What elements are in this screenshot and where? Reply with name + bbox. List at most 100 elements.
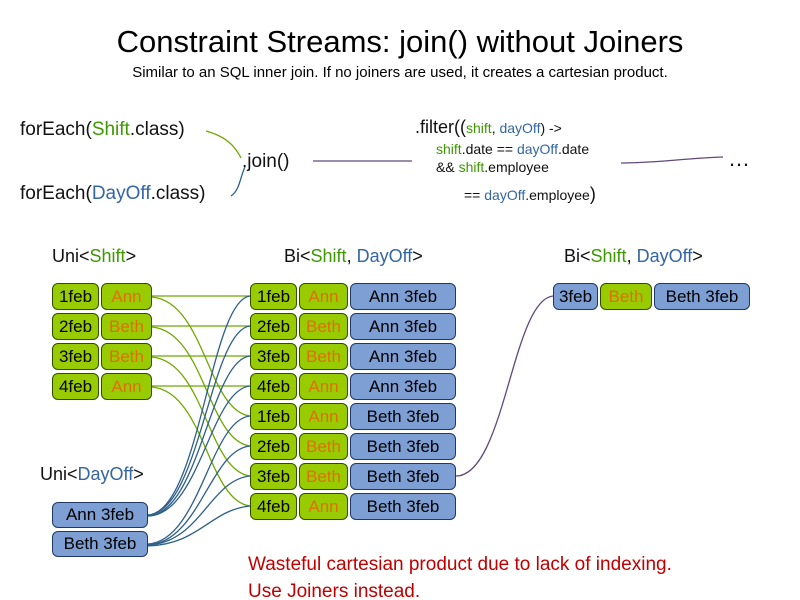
shift-date-cell: 3feb [52, 343, 99, 370]
bi-employee-cell: Beth [299, 343, 348, 370]
label-text: Uni< [40, 464, 78, 484]
bi-dayoff-cell: Ann 3feb [350, 343, 456, 370]
bi-dayoff-cell: Beth 3feb [350, 403, 456, 430]
code-text: .date == [461, 141, 517, 157]
dayoff-join-line [147, 355, 251, 517]
dayoff-type-token: DayOff [636, 246, 693, 266]
label-text: > [125, 246, 137, 266]
label-bi-right: Bi<Shift, DayOff> [564, 246, 703, 267]
dayoff-join-line [147, 325, 251, 516]
code-text: forEach( [20, 119, 92, 140]
result-date-cell: 3feb [553, 283, 598, 310]
code-filter-line3: && shift.employee [436, 159, 549, 175]
page-title: Constraint Streams: join() without Joine… [116, 24, 684, 59]
bi-dayoff-cell: Beth 3feb [350, 433, 456, 460]
bi-dayoff-cell: Beth 3feb [350, 493, 456, 520]
label-text: Uni< [52, 246, 90, 266]
dayoff-param-token: dayOff [499, 120, 541, 136]
dayoff-join-line [147, 415, 251, 545]
bi-dayoff-cell: Ann 3feb [350, 373, 456, 400]
dayoff-join-line [147, 385, 251, 517]
uni-dayoff-table: Ann 3feb Beth 3feb [52, 502, 148, 557]
shift-class-token: Shift [91, 119, 130, 140]
dayoff-tuple-cell: Beth 3feb [52, 531, 148, 557]
bi-date-cell: 3feb [250, 343, 297, 370]
bi-date-cell: 2feb [250, 433, 297, 460]
code-text: .employee [525, 187, 590, 203]
dayoff-type-token: DayOff [356, 246, 413, 266]
code-foreach-shift: forEach(Shift.class) [20, 119, 185, 141]
warning-line-2: Use Joiners instead. [248, 581, 421, 600]
dayoff-param-token: dayOff [484, 187, 526, 203]
shift-employee-cell: Beth [101, 343, 152, 370]
warning-text: Wasteful cartesian product due to lack o… [248, 551, 672, 600]
shift-type-token: Shift [310, 246, 347, 266]
warning-line-1: Wasteful cartesian product due to lack o… [248, 554, 672, 575]
shift-param-token: shift [458, 159, 485, 175]
shift-employee-cell: Ann [101, 373, 152, 400]
code-text: .class) [150, 183, 206, 204]
bi-date-cell: 4feb [250, 493, 297, 520]
code-text: ) -> [540, 120, 562, 136]
code-brace-line-dayoff [230, 166, 246, 197]
result-employee-cell: Beth [600, 283, 652, 310]
code-text: .employee [484, 159, 549, 175]
label-text: , [626, 246, 637, 266]
label-uni-shift: Uni<Shift> [52, 246, 136, 267]
shift-date-cell: 2feb [52, 313, 99, 340]
bi-date-cell: 1feb [250, 403, 297, 430]
label-text: Bi< [284, 246, 311, 266]
code-filter-line2: shift.date == dayOff.date [436, 141, 589, 157]
bi-date-cell: 1feb [250, 283, 297, 310]
shift-type-token: Shift [89, 246, 126, 266]
bi-date-cell: 2feb [250, 313, 297, 340]
shift-type-token: Shift [590, 246, 627, 266]
dayoff-join-line [147, 445, 251, 546]
code-text: == [464, 187, 485, 203]
label-text: > [412, 246, 423, 266]
code-foreach-dayoff: forEach(DayOff.class) [20, 183, 206, 205]
label-text: > [133, 464, 144, 484]
result-row: 3feb Beth Beth 3feb [553, 283, 750, 310]
label-text: Bi< [564, 246, 591, 266]
bi-employee-cell: Beth [299, 463, 348, 490]
dayoff-join-line [147, 505, 251, 547]
code-text: ) [589, 184, 596, 204]
label-uni-dayoff: Uni<DayOff> [40, 464, 144, 485]
code-ellipsis: … [728, 146, 750, 171]
code-filter-line1: .filter((shift, dayOff) -> [415, 117, 562, 138]
code-text: && [436, 159, 459, 175]
shift-employee-cell: Beth [101, 313, 152, 340]
code-text: .filter(( [415, 117, 466, 137]
bi-employee-cell: Ann [299, 283, 348, 310]
result-dayoff-cell: Beth 3feb [654, 283, 750, 310]
dayoff-type-token: DayOff [77, 464, 134, 484]
bi-employee-cell: Ann [299, 373, 348, 400]
label-text: > [692, 246, 703, 266]
dayoff-param-token: dayOff [516, 141, 558, 157]
shift-date-cell: 1feb [52, 283, 99, 310]
shift-employee-cell: Ann [101, 283, 152, 310]
bi-employee-cell: Beth [299, 433, 348, 460]
filter-to-more-line [620, 156, 724, 164]
shift-date-cell: 4feb [52, 373, 99, 400]
code-text: forEach( [20, 183, 92, 204]
code-filter-line4: == dayOff.employee) [464, 184, 596, 205]
code-join: .join() [242, 151, 290, 172]
bi-date-cell: 3feb [250, 463, 297, 490]
dayoff-join-line [147, 295, 251, 516]
